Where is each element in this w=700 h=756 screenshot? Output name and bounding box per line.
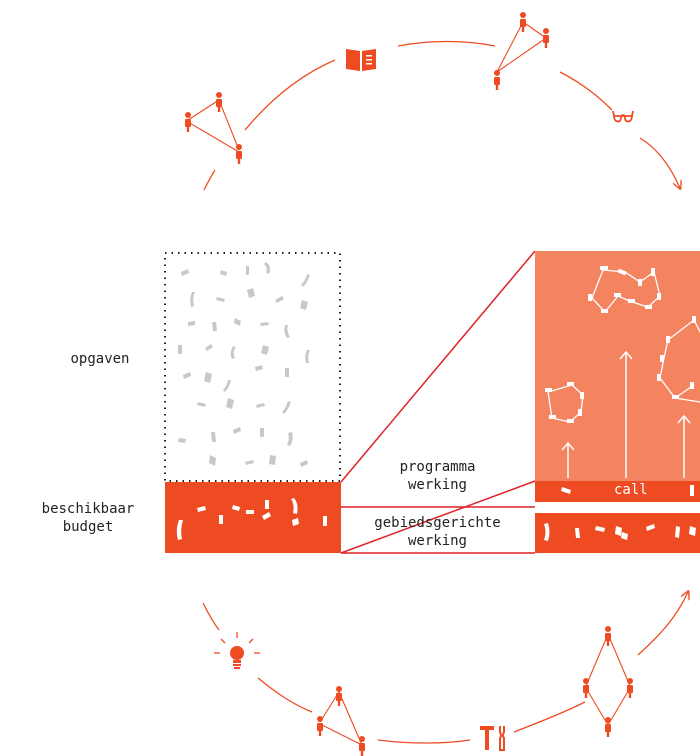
- person-icon: [359, 736, 365, 756]
- gebied-line1: gebiedsgerichte: [374, 515, 501, 531]
- top-cycle: [203, 40, 680, 191]
- person-icon: [605, 717, 611, 737]
- opgaven-label: opgaven: [70, 351, 130, 367]
- people-group-top-right: [494, 12, 549, 90]
- arc-left-down: [203, 169, 216, 191]
- tools-icon: [480, 726, 505, 751]
- arc-bottom-left-in: [202, 602, 220, 631]
- arc-right-down: [639, 137, 680, 188]
- person-icon: [605, 626, 611, 646]
- person-icon: [236, 144, 242, 164]
- glasses-icon: [612, 110, 634, 123]
- person-icon: [520, 12, 526, 32]
- budget-label: beschikbaar budget: [18, 500, 158, 536]
- gebied-line2: werking: [407, 533, 467, 549]
- arc-top-left: [244, 59, 336, 131]
- budget-fragments: [176, 498, 327, 540]
- programma-line2: werking: [407, 477, 467, 493]
- call-bar-fragments: [561, 485, 694, 496]
- arc-top-right: [559, 71, 613, 111]
- arc-bulb-to-group: [257, 677, 313, 713]
- person-icon: [583, 678, 589, 698]
- upward-arrows: [561, 350, 691, 478]
- arc-up-right: [637, 592, 688, 656]
- lightbulb-icon: [214, 632, 260, 669]
- gebiedsgerichte-werking-label: gebiedsgerichte werking: [345, 514, 530, 550]
- person-icon: [336, 686, 342, 706]
- person-icon: [185, 112, 191, 132]
- call-bar: [535, 481, 700, 502]
- budget-bar: [165, 482, 341, 553]
- programma-line1: programma: [399, 459, 476, 475]
- book-icon: [346, 49, 376, 71]
- funnel-lines: [340, 250, 536, 554]
- person-icon: [627, 678, 633, 698]
- budget-label-line1: beschikbaar: [41, 501, 135, 517]
- arc-group-to-tools: [377, 739, 471, 744]
- people-group-bottom-left: [317, 686, 365, 756]
- arc-tools-to-group: [513, 701, 586, 733]
- constellation-marks: [545, 266, 696, 423]
- gebied-fragments: [544, 523, 696, 541]
- person-icon: [543, 28, 549, 48]
- call-label: call: [614, 482, 648, 498]
- budget-label-line2: budget: [62, 519, 114, 535]
- bottom-cycle: [202, 592, 688, 744]
- programma-werking-label: programma werking: [350, 458, 525, 494]
- people-group-top-left: [185, 92, 242, 164]
- people-group-bottom-right: [583, 626, 633, 737]
- opgaven-box: [164, 252, 341, 482]
- arc-top-mid: [397, 40, 496, 47]
- programma-panel: [535, 251, 700, 481]
- person-icon: [317, 716, 323, 736]
- opgaven-fragments: [178, 262, 310, 467]
- person-icon: [494, 70, 500, 90]
- person-icon: [216, 92, 222, 112]
